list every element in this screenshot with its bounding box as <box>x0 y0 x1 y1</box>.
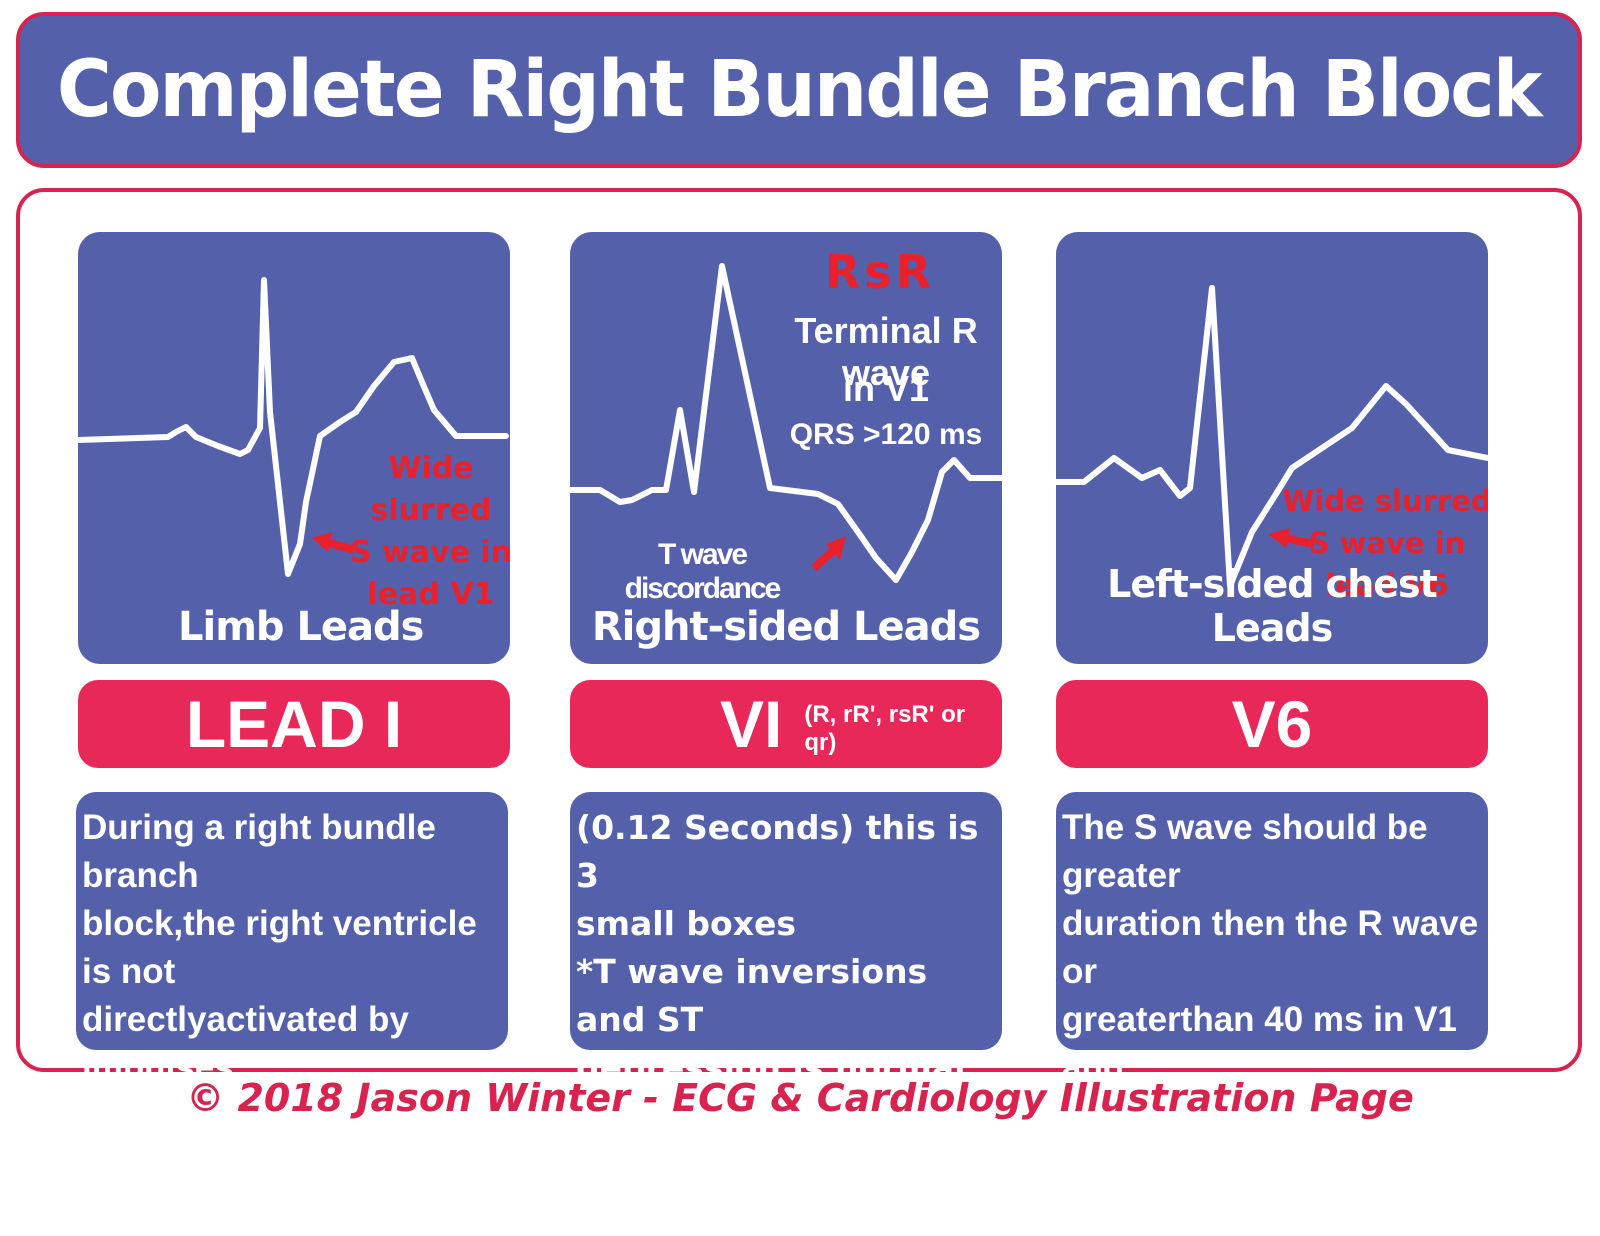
right-sided-ecg-trace <box>570 263 1002 583</box>
copyright-footer: © 2018 Jason Winter - ECG & Cardiology I… <box>186 1076 1414 1120</box>
rsr-label: RsR <box>824 245 936 299</box>
lead-v1-description-line: small boxes <box>576 904 797 943</box>
lead-v6-name: V6 <box>1231 687 1313 761</box>
lead-i-description-line: directlyactivated by impulses <box>82 1000 409 1087</box>
lead-v1-name: VI <box>720 687 783 761</box>
right-sided-leads-panel: RsR Terminal R wave in V1 QRS >120 ms T … <box>570 232 1002 664</box>
left-sided-leads-panel: Wide slurred S wave in lead V6 Left-side… <box>1056 232 1488 664</box>
left-arrow-icon <box>1268 528 1315 548</box>
lead-i-description-line: tavellingthrough the right <box>82 1096 419 1183</box>
lead-i-bar: LEAD I <box>78 680 510 768</box>
lead-v6-description-line: duration then the R wave or <box>1062 904 1479 991</box>
lead-v6-description-line: The S wave should be greater <box>1062 808 1428 895</box>
lead-v1-description-line: *T wave inversions and ST <box>576 952 928 1039</box>
limb-annotation-line-4: lead V1 <box>367 577 495 612</box>
limb-annotation-line-1: Wide <box>388 451 474 486</box>
lead-v1-subtitle: (R, rR', rsR' or qr) <box>804 701 966 756</box>
left-annotation-line-1: Wide slurred <box>1282 484 1488 518</box>
t-wave-arrow-icon <box>811 536 846 571</box>
page-title: Complete Right Bundle Branch Block <box>57 45 1543 135</box>
limb-annotation-line-2: slurred <box>370 493 492 528</box>
lead-v1-description-line: (0.12 Seconds) this is 3 <box>576 808 979 895</box>
qrs-duration-text: QRS >120 ms <box>789 418 983 451</box>
lead-v1-bar: VI (R, rR', rsR' or qr) <box>570 680 1002 768</box>
lead-v1-description: (0.12 Seconds) this is 3 small boxes *T … <box>570 792 1002 1183</box>
left-annotation: Wide slurred S wave in lead V6 <box>1282 480 1488 606</box>
left-sided-ecg-trace <box>1056 285 1488 589</box>
limb-annotation: Wide slurred S wave in lead V1 <box>346 448 510 616</box>
limb-arrow-icon <box>312 532 356 554</box>
right-sided-leads-label: Right-sided Leads <box>591 604 981 650</box>
lead-i-description-line: block,the right ventricle is not <box>82 904 477 991</box>
terminal-r-wave-text: Terminal R wave <box>794 310 978 393</box>
limb-leads-ecg-trace <box>78 277 509 577</box>
lead-v1-description-line: V1-V3 in RBBB. <box>576 1144 856 1183</box>
limb-annotation-line-3: S wave in <box>350 535 510 570</box>
limb-leads-label: Limb Leads <box>178 604 424 650</box>
title-banner: Complete Right Bundle Branch Block <box>16 12 1582 168</box>
limb-leads-panel: Wide slurred S wave in lead V1 Limb Lead… <box>78 232 510 664</box>
lead-v6-description-line: V6 adults. <box>1062 1096 1228 1135</box>
lead-v6-description-line: greaterthan 40 ms in V1 and <box>1062 1000 1457 1087</box>
t-wave-discordance-text: T wave discordance <box>624 538 782 605</box>
lead-v6-bar: V6 <box>1056 680 1488 768</box>
lead-i-name: LEAD I <box>185 687 403 761</box>
lead-i-description: During a right bundle branch block,the r… <box>76 792 508 1231</box>
lead-i-description-line: During a right bundle branch <box>82 808 436 895</box>
lead-v1-description-line: depression is normal in <box>576 1048 966 1135</box>
lead-v6-description: The S wave should be greater duration th… <box>1056 792 1488 1135</box>
left-sided-leads-label: Left-sided chest Leads <box>1107 562 1438 650</box>
in-v1-text: in V1 <box>842 368 930 409</box>
left-annotation-line-3: lead V6 <box>1325 568 1449 602</box>
lead-i-description-line: bundle branch. <box>82 1192 333 1231</box>
left-annotation-line-2: S wave in <box>1308 526 1466 560</box>
